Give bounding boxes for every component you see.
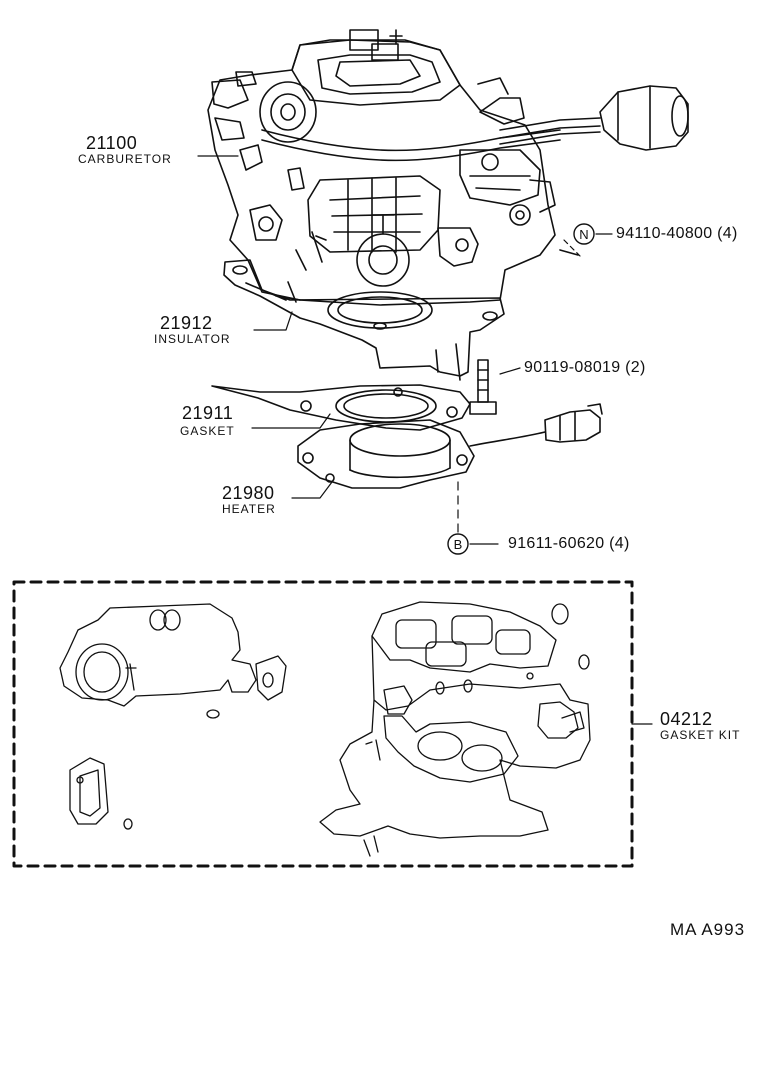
insulator-drawing xyxy=(223,259,505,381)
bolt-drawing xyxy=(469,359,497,415)
leader-lines xyxy=(197,155,653,725)
nut-part-ref: 94110-40800 (4) xyxy=(616,225,738,242)
insulator-part-number: 21912 xyxy=(160,313,213,333)
carburetor-part-number: 21100 xyxy=(86,133,138,153)
diagram-code: MA A993 xyxy=(670,920,746,939)
heater-drawing xyxy=(297,403,603,489)
carburetor-name: CARBURETOR xyxy=(78,152,172,166)
gasket-kit-right-drawing xyxy=(319,601,591,857)
heater-part-number: 21980 xyxy=(222,483,275,503)
gasket-kit-name: GASKET KIT xyxy=(660,728,741,742)
washer-symbol-circle xyxy=(447,533,469,555)
washer-symbol: B xyxy=(454,537,463,552)
gasket-name: GASKET xyxy=(180,424,235,438)
gasket-kit-left-drawing xyxy=(59,603,287,830)
insulator-name: INSULATOR xyxy=(154,332,231,346)
gasket-kit-box xyxy=(12,580,634,868)
nut-symbol-circle xyxy=(573,223,595,245)
carburetor-drawing xyxy=(207,29,689,306)
bolt-part-ref: 90119-08019 (2) xyxy=(524,359,646,376)
gasket-part-number: 21911 xyxy=(182,403,234,423)
gasket-drawing xyxy=(211,384,471,431)
washer-part-ref: 91611-60620 (4) xyxy=(508,535,630,552)
gasket-kit-part-number: 04212 xyxy=(660,709,713,729)
nut-symbol: N xyxy=(579,227,588,242)
heater-name: HEATER xyxy=(222,502,276,516)
